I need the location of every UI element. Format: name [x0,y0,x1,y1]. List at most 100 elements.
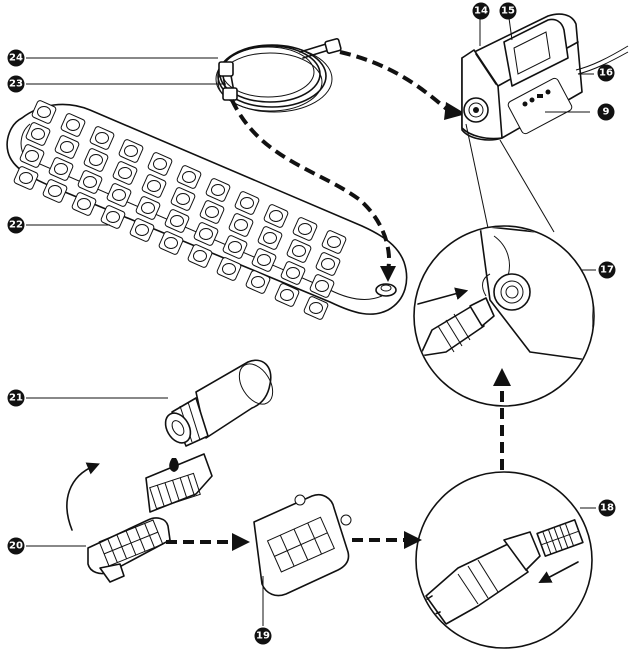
svg-text:19: 19 [256,631,270,642]
mat-cell [54,135,80,159]
svg-text:16: 16 [599,68,613,79]
mat-cell-bubble [25,150,39,162]
mat-cell [274,283,300,307]
svg-text:22: 22 [9,220,23,231]
detail-filter-insertion [415,471,593,649]
mat-cell-bubble [211,184,225,196]
mat-cell-bubble [263,232,277,244]
svg-text:17: 17 [600,265,614,276]
mat-cell-bubble [141,202,155,214]
mat-cell [228,213,254,237]
callout-9: 9 [597,103,615,121]
mat-cell-bubble [112,189,126,201]
mat-cell-bubble [66,119,80,131]
mat-cell [292,217,318,241]
mat-cell-bubble [309,302,323,314]
mat-cell [280,261,306,285]
mat-cell [222,235,248,259]
mat-cell-bubble [95,132,109,144]
mat-cell [135,196,161,220]
mat-cell [164,209,190,233]
mat-cell [187,244,213,268]
mat-cell [77,170,103,194]
mat-cell [245,270,271,294]
svg-text:21: 21 [9,393,23,404]
mat-cell-bubble [89,154,103,166]
mat-cell-bubble [193,250,207,262]
mat-cell-bubble [48,185,62,197]
mat-cell [309,274,335,298]
callout-23: 23 [7,75,25,93]
hose-mat-connector [218,61,234,77]
mat-cell [170,187,196,211]
mat-cell-bubble [19,172,33,184]
mat-cell-bubble [222,263,236,275]
pump-unit [461,13,629,141]
mat-cell-bubble [31,128,45,140]
callout-19: 19 [254,627,272,645]
mat-cell [60,113,86,137]
callout-24: 24 [7,49,25,67]
mat-cell [251,248,277,272]
mat-cell [158,231,184,255]
mat-cell [19,144,45,168]
mat-cell [234,191,260,215]
callout-16: 16 [597,64,615,82]
mat-cell-bubble [240,197,254,209]
mat-cell [71,192,97,216]
mat-cell [321,230,347,254]
mat-cell [89,126,115,150]
mat-cell [286,239,312,263]
mat-cell [303,296,329,320]
mat-cell-bubble [118,167,132,179]
mat-cell-bubble [83,176,97,188]
callout-22: 22 [7,216,25,234]
liquid-drop [169,458,179,472]
mat-cell [257,226,283,250]
mat-cell [42,179,68,203]
mat-cell [106,183,132,207]
callout-17: 17 [598,261,616,279]
connection-path-hose-pump [339,50,450,112]
callout-21: 21 [7,389,25,407]
pump-control-panel [507,77,573,135]
svg-text:20: 20 [9,541,23,552]
liquid-bottle [164,359,274,447]
mat-cell-bubble [199,228,213,240]
mat-cell [31,100,57,124]
mat-cell-bubble [54,163,68,175]
mat-cell-bubble [170,215,184,227]
mat-cell-bubble [321,258,335,270]
air-filter [253,493,352,597]
mat-cell-bubble [176,193,190,205]
air-mattress [6,100,408,320]
mat-cell [205,178,231,202]
callout-20: 20 [7,537,25,555]
svg-text:14: 14 [474,6,488,17]
mat-cell-bubble [269,210,283,222]
mat-cell-bubble [77,198,91,210]
svg-text:18: 18 [600,503,614,514]
mat-cell [193,222,219,246]
mat-cell [176,165,202,189]
filter-holder-open [66,453,213,583]
mat-cell [83,148,109,172]
mat-cell [315,252,341,276]
mat-cell-bubble [286,267,300,279]
mat-cell-bubble [147,180,161,192]
mat-cell [216,257,242,281]
mat-cell [13,166,39,190]
hose-end-connector [324,38,342,54]
mat-cell-bubble [164,237,178,249]
callout-15: 15 [499,2,517,20]
mat-cell-bubble [153,158,167,170]
mat-cell-bubble [280,289,294,301]
mat-cell-bubble [251,276,265,288]
air-hose-coil [215,38,342,113]
mat-cell [147,152,173,176]
mat-cell [141,174,167,198]
mat-cell-bubble [315,280,329,292]
callout-14: 14 [472,2,490,20]
mat-cell [199,200,225,224]
